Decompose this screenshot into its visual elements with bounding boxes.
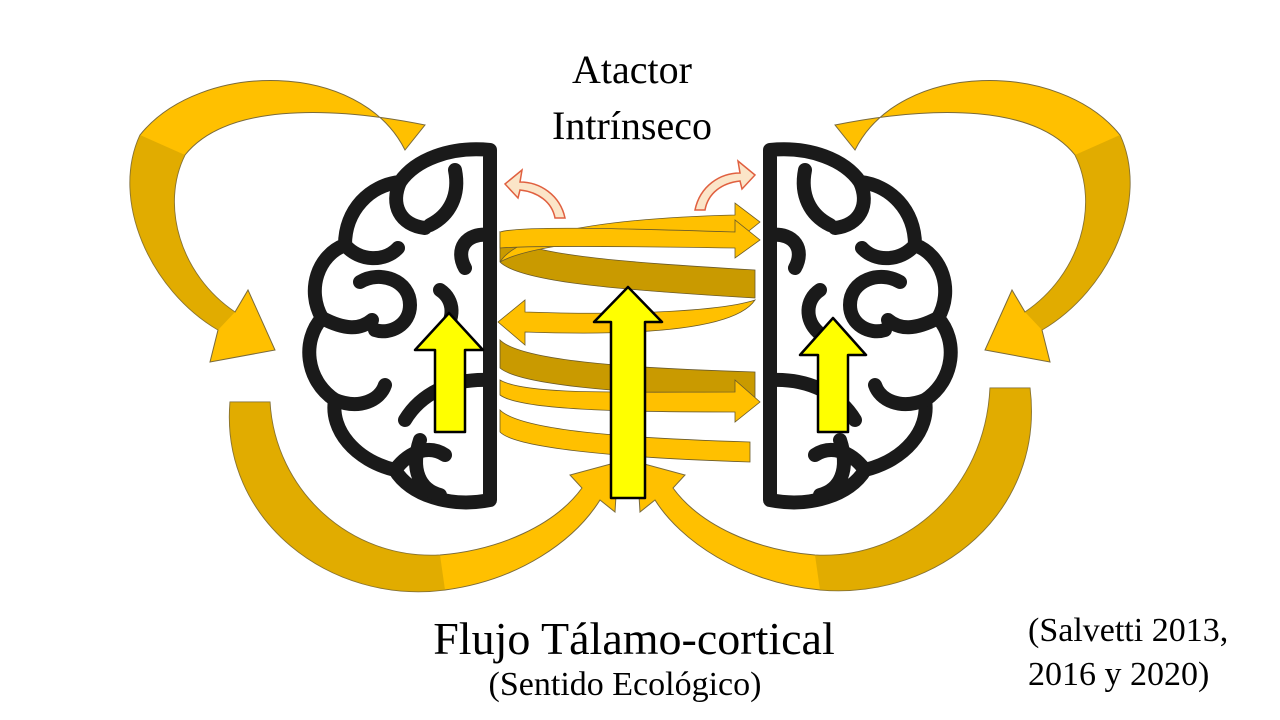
left-up-arrow-icon	[415, 313, 483, 432]
small-left-curved-arrow-icon	[505, 170, 565, 218]
diagram-title-line1: Atactor	[0, 46, 1264, 93]
diagram-title-line2: Intrínseco	[0, 102, 1264, 149]
small-right-curved-arrow-icon	[695, 161, 755, 210]
citation-line1: (Salvetti 2013,	[1028, 612, 1228, 650]
citation-line2: 2016 y 2020)	[1028, 656, 1209, 694]
left-brain-icon	[309, 149, 490, 502]
right-brain-icon	[770, 149, 951, 502]
